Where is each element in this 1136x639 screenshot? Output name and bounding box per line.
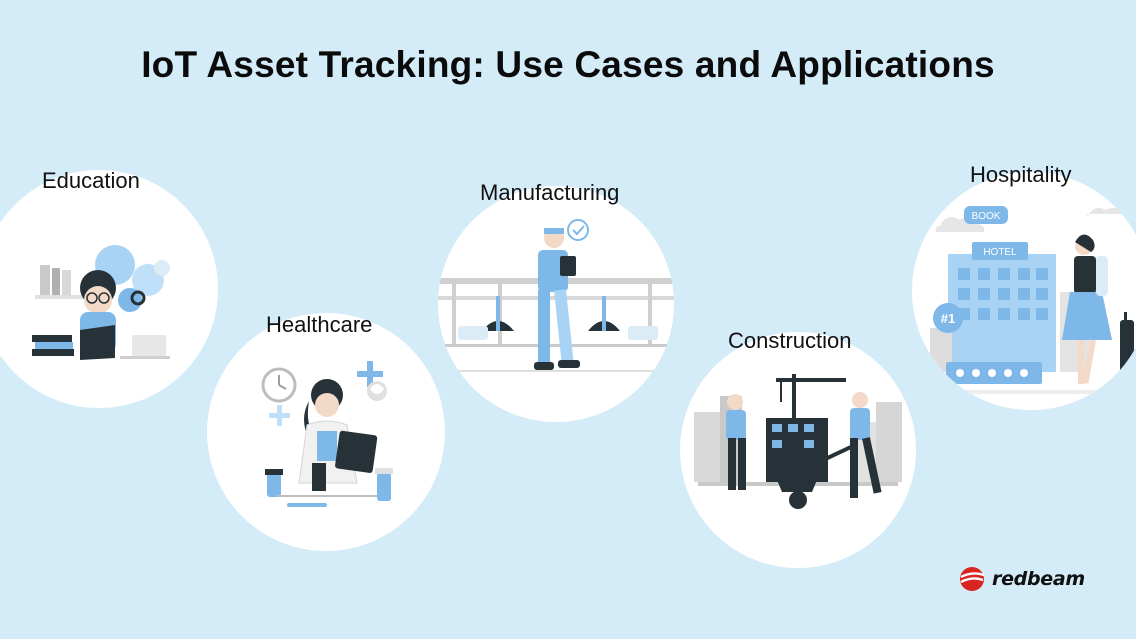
- construction-label: Construction: [728, 328, 852, 353]
- construction-illustration: [694, 374, 902, 509]
- construction-circle: [680, 332, 916, 568]
- manufacturing-illustration: [438, 219, 674, 372]
- redbeam-logo-icon: [960, 567, 985, 591]
- book-sign: BOOK: [972, 211, 1001, 222]
- education-circle: [0, 170, 218, 408]
- healthcare-label: Healthcare: [266, 312, 373, 337]
- page-title: IoT Asset Tracking: Use Cases and Applic…: [141, 44, 995, 85]
- brand-name: redbeam: [992, 568, 1085, 590]
- hospitality-circle: BOOK HOTEL #1: [912, 172, 1136, 410]
- manufacturing-label: Manufacturing: [480, 180, 620, 205]
- manufacturing-circle: [438, 186, 674, 422]
- redbeam-logo: redbeam: [958, 564, 1085, 594]
- rank-badge: #1: [941, 311, 955, 326]
- healthcare-circle: [207, 313, 445, 551]
- education-illustration: [32, 245, 170, 360]
- hospitality-label: Hospitality: [970, 162, 1072, 187]
- education-label: Education: [42, 168, 140, 193]
- hospitality-illustration: BOOK HOTEL #1: [912, 206, 1136, 394]
- healthcare-illustration: [261, 361, 393, 507]
- hotel-sign: HOTEL: [983, 247, 1017, 258]
